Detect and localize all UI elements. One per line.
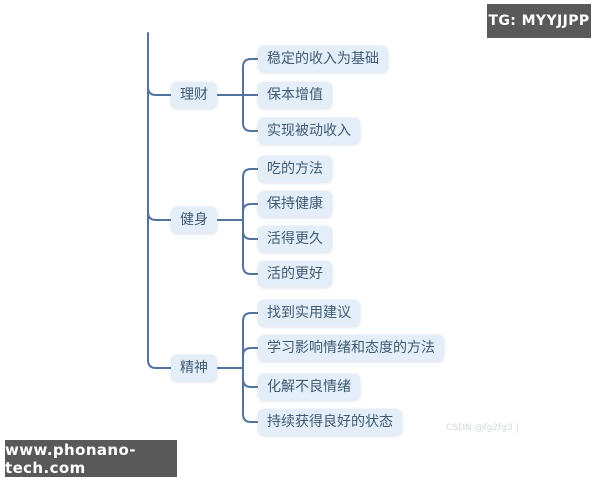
child-node-capital-preservation[interactable]: 保本增值 [258,81,332,109]
finance-branch-connectors [216,58,259,132]
child-node-passive-income[interactable]: 实现被动收入 [258,117,360,145]
branch-node-fitness[interactable]: 健身 [171,206,217,234]
telegram-badge: TG: MYYJJPP [487,4,591,38]
branch-node-spirit[interactable]: 精神 [171,354,217,382]
child-node-emotion-attitude-methods[interactable]: 学习影响情绪和态度的方法 [258,334,444,362]
fitness-branch-connectors [216,168,259,275]
website-badge: www.phonano-tech.com [5,440,177,477]
child-node-practical-advice[interactable]: 找到实用建议 [258,299,360,327]
child-node-live-better[interactable]: 活的更好 [258,260,332,288]
child-node-live-longer[interactable]: 活得更久 [258,225,332,253]
child-node-sustain-good-state[interactable]: 持续获得良好的状态 [258,408,402,436]
child-node-eating-method[interactable]: 吃的方法 [258,155,332,183]
child-node-resolve-bad-emotions[interactable]: 化解不良情绪 [258,373,360,401]
spirit-branch-connectors [216,312,259,423]
child-node-stay-healthy[interactable]: 保持健康 [258,190,332,218]
branch-node-finance[interactable]: 理财 [171,81,217,109]
trunk-line [147,32,172,369]
child-node-stable-income-base[interactable]: 稳定的收入为基础 [258,45,388,73]
csdn-watermark: CSDN @fg2fg3 [446,423,518,433]
